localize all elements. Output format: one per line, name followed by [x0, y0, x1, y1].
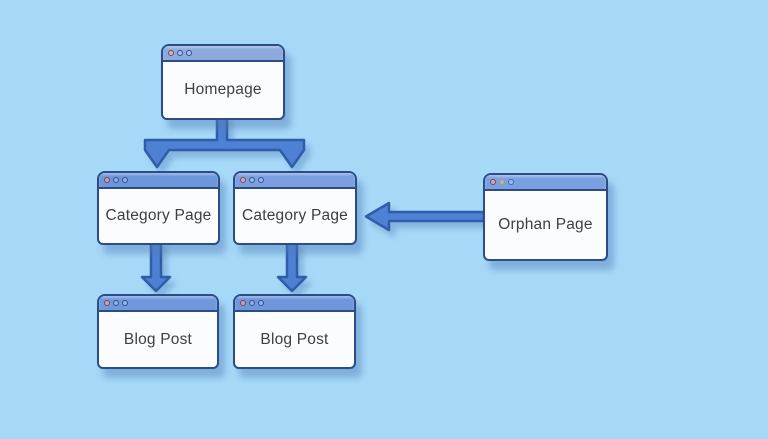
window-content: Blog Post — [235, 312, 354, 367]
titlebar-dot — [113, 177, 119, 183]
arrow-homepage-to-categories — [143, 112, 306, 169]
window-content: Orphan Page — [485, 191, 606, 259]
window-orphan-page: Orphan Page — [483, 173, 608, 261]
window-label: Blog Post — [123, 330, 193, 348]
titlebar-dot — [113, 300, 119, 306]
window-label: Blog Post — [260, 330, 329, 348]
window-titlebar — [235, 173, 355, 189]
titlebar-dot — [490, 179, 496, 185]
titlebar-dot — [258, 177, 264, 183]
window-content: Blog Post — [99, 312, 217, 367]
titlebar-dot — [249, 177, 255, 183]
titlebar-dot — [499, 179, 505, 185]
window-content: Category Page — [99, 189, 218, 243]
titlebar-dot — [104, 300, 110, 306]
window-titlebar — [99, 173, 218, 189]
window-content: Category Page — [235, 189, 355, 243]
titlebar-dot — [240, 177, 246, 183]
titlebar-dot — [168, 50, 174, 56]
window-label: Category Page — [242, 207, 348, 224]
titlebar-dot — [104, 177, 110, 183]
titlebar-dot — [186, 50, 192, 56]
titlebar-dot — [122, 177, 128, 183]
window-homepage: Homepage — [161, 44, 285, 120]
window-label: Orphan Page — [498, 216, 593, 233]
titlebar-dot — [240, 300, 246, 306]
window-label: Homepage — [184, 81, 262, 98]
window-titlebar — [235, 296, 354, 312]
window-titlebar — [485, 175, 606, 191]
window-blog-post-1: Blog Post — [97, 294, 219, 369]
window-category-page-1: Category Page — [97, 171, 220, 245]
arrow-category1-to-blog1 — [140, 239, 172, 293]
window-label: Category Page — [105, 207, 212, 224]
window-titlebar — [163, 46, 283, 62]
window-blog-post-2: Blog Post — [233, 294, 356, 369]
window-content: Homepage — [163, 62, 283, 118]
titlebar-dot — [177, 50, 183, 56]
titlebar-dot — [508, 179, 514, 185]
titlebar-dot — [249, 300, 255, 306]
titlebar-dot — [122, 300, 128, 306]
titlebar-dot — [258, 300, 264, 306]
arrow-category2-to-blog2 — [276, 239, 308, 293]
window-titlebar — [99, 296, 217, 312]
arrow-orphan-to-category2 — [364, 201, 486, 232]
window-category-page-2: Category Page — [233, 171, 357, 245]
